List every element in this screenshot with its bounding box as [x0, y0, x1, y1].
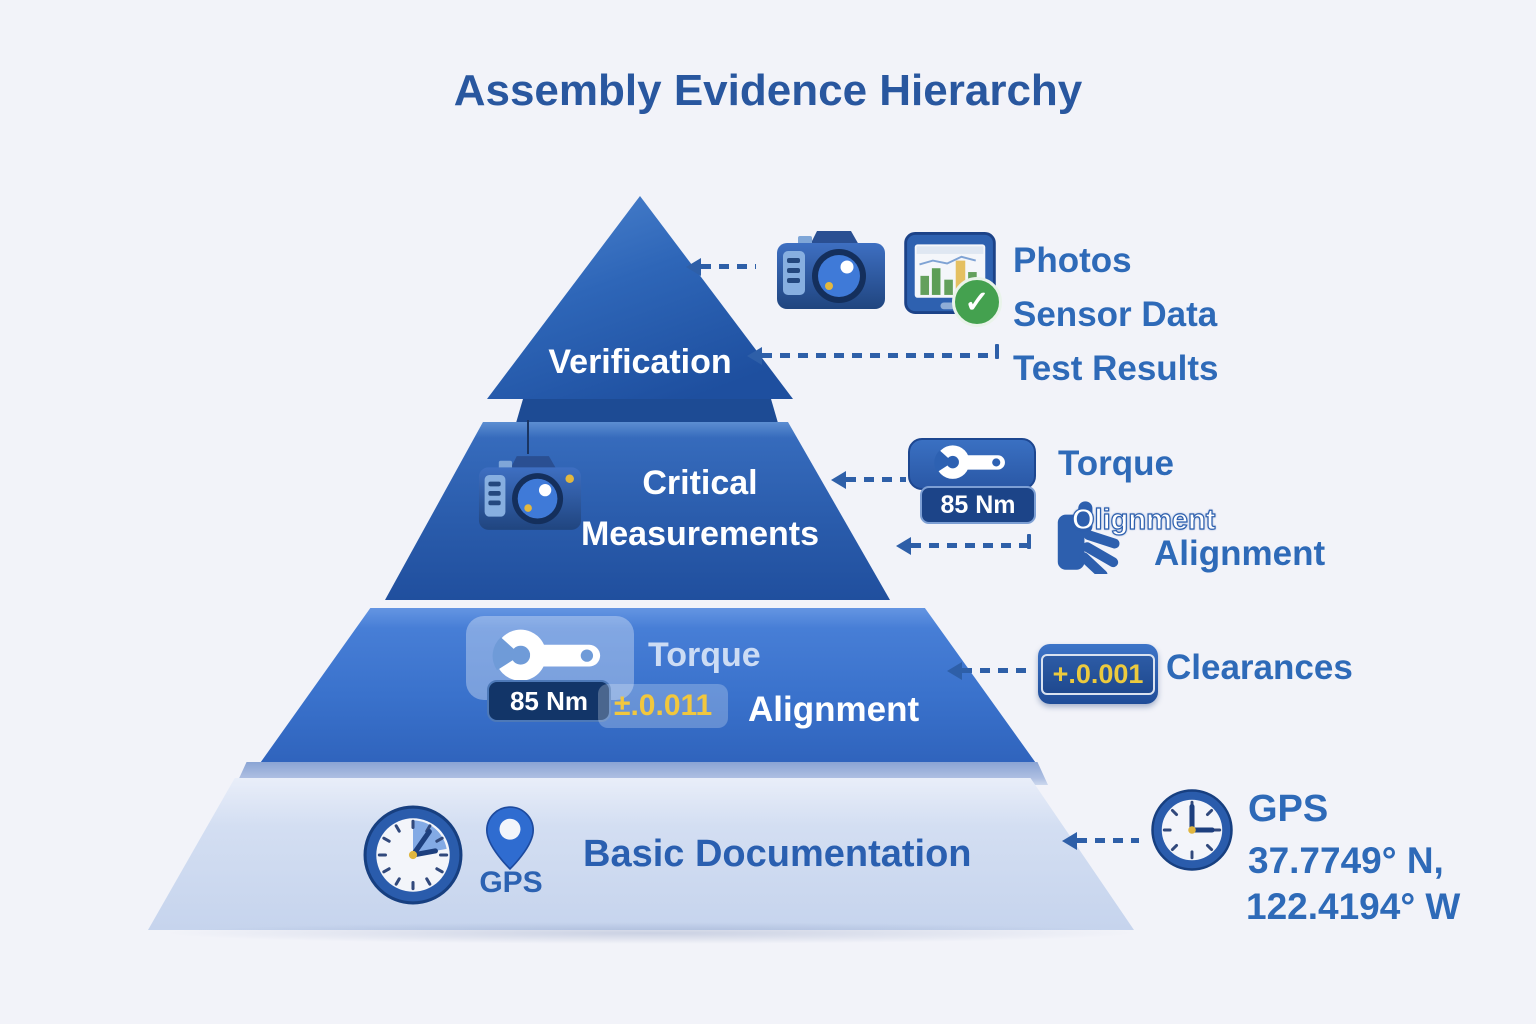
clock-icon — [362, 804, 464, 906]
ground-shadow — [160, 922, 1140, 944]
gps-latitude-value: 37.7749° N, — [1248, 840, 1444, 881]
check-icon: ✓ — [952, 277, 1002, 327]
camera-icon — [478, 452, 582, 532]
tier2-label-line1: Critical — [642, 464, 758, 502]
dashed-arrow-critical-torque — [831, 470, 906, 489]
dashed-arrow-clearances — [947, 661, 1034, 680]
pyramid-tier3-torque-alignment — [258, 608, 1038, 766]
page-title: Assembly Evidence Hierarchy — [453, 66, 1083, 115]
photos-label: Photos — [1013, 241, 1132, 280]
gps-longitude-value: 122.4194° W — [1246, 886, 1461, 927]
tolerance-badge-value: +.0.001 — [1040, 653, 1156, 695]
torque-value-badge: 85 Nm — [487, 680, 611, 722]
pyramid-tier1-neck — [516, 396, 778, 423]
tier4-label: Basic Documentation — [583, 833, 972, 875]
tier1-label: Verification — [548, 343, 732, 381]
gps-annotation-label: GPS — [1248, 788, 1329, 830]
alignment-annotation-label: Alignment — [1154, 534, 1326, 573]
dashed-arrow-basic-documentation — [1062, 831, 1139, 850]
dashed-arrow-verification-icon — [686, 257, 756, 276]
hand-alignment-icon — [1056, 498, 1136, 580]
camera-icon — [775, 227, 887, 311]
gps-pin-icon — [482, 806, 538, 871]
dashed-arrow-critical-alignment — [896, 534, 1031, 555]
verification-annotation-labels: Photos Sensor Data Test Results — [1013, 234, 1219, 396]
olignment-overlay-text: Olignment — [1071, 503, 1216, 536]
sensor-data-label: Sensor Data — [1013, 295, 1218, 334]
clearances-label: Clearances — [1166, 648, 1353, 687]
dashed-arrow-verification-labels — [747, 344, 999, 365]
tier2-label-line2: Measurements — [580, 515, 820, 553]
wrench-icon — [908, 438, 1036, 490]
tolerance-value-pill: ±.0.011 — [598, 684, 729, 728]
torque-value-badge: 85 Nm — [920, 486, 1036, 524]
test-results-label: Test Results — [1013, 349, 1219, 388]
torque-annotation-label: Torque — [1058, 444, 1175, 483]
tier3-torque-label: Torque — [648, 636, 761, 674]
clock-icon — [1150, 788, 1234, 872]
tier3-alignment-label: Alignment — [748, 690, 920, 729]
gps-pin-caption: GPS — [479, 866, 543, 899]
tier2-label: Critical Measurements — [520, 458, 880, 560]
tolerance-badge: +.0.001 — [1038, 644, 1158, 704]
pyramid-tier4-basic-documentation — [148, 778, 1134, 930]
camera-antenna-line — [527, 420, 529, 454]
